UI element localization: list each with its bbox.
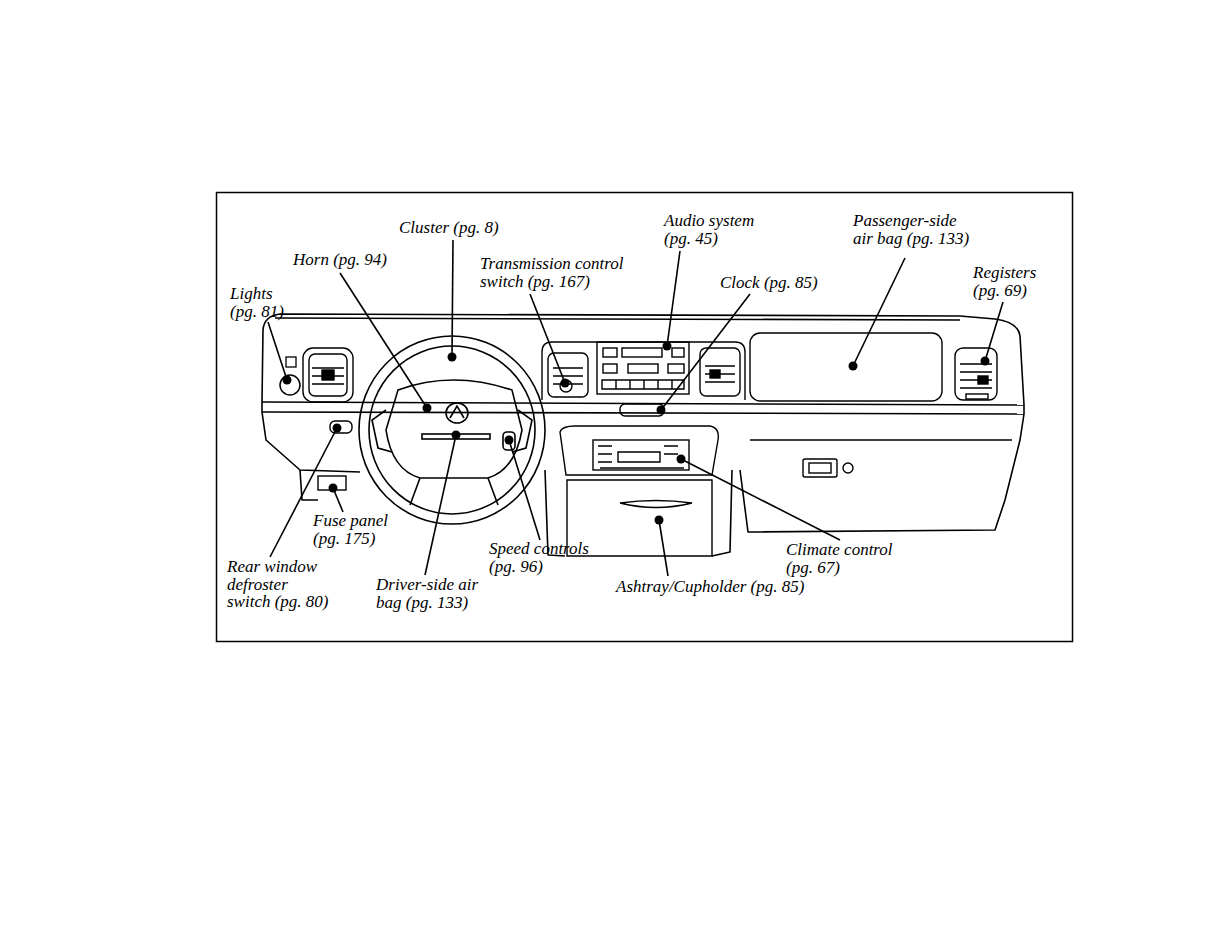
radio-face: [597, 342, 689, 394]
callout-label: Cluster (pg. 8): [399, 219, 499, 237]
console: [560, 426, 718, 556]
left-register: [303, 348, 353, 402]
dash-crease: [275, 318, 960, 320]
lock-cylinder: [843, 463, 853, 473]
wheel-spoke: [372, 410, 392, 452]
leader-dot: [677, 455, 686, 464]
leader-line: [530, 294, 565, 383]
leader-dot: [333, 424, 342, 433]
climate-controls: [598, 446, 684, 468]
leader-line: [659, 520, 668, 576]
callout-label: Speed controls (pg. 96): [489, 540, 589, 575]
vent-louvres: [705, 366, 735, 382]
leader-line: [340, 273, 427, 408]
callout-label: Climate control (pg. 67): [786, 541, 893, 576]
leader-dot: [655, 516, 664, 525]
glove-box-top: [750, 439, 1012, 440]
leader-dot: [505, 436, 514, 445]
ashtray-pull: [620, 501, 692, 508]
emblem-mark: [450, 406, 464, 418]
radio-button: [668, 364, 684, 373]
vent-knob: [978, 376, 988, 384]
leader-line: [425, 435, 456, 575]
leader-dot: [849, 362, 858, 371]
switch-symbol: [286, 357, 296, 367]
centre-stack: [542, 342, 745, 416]
radio-button: [672, 348, 684, 357]
callout-label: Fuse panel (pg. 175): [313, 512, 389, 547]
radio-display: [622, 348, 662, 357]
vent-louvres: [960, 364, 992, 388]
lower-right-panel: [740, 405, 1024, 532]
callout-label: Horn (pg. 94): [293, 251, 387, 269]
leader-dot: [283, 376, 292, 385]
callout-label: Driver-side air bag (pg. 133): [376, 576, 479, 611]
centre-register: [700, 348, 740, 396]
dash-edge: [262, 412, 1024, 414]
passenger-side: [750, 333, 1012, 477]
callout-label: Passenger-side air bag (pg. 133): [853, 212, 970, 247]
dash-outline: [262, 314, 1024, 556]
leader-dot: [448, 353, 457, 362]
leader-line: [268, 322, 287, 380]
stack-bezel: [542, 342, 745, 400]
latch-button: [809, 463, 831, 473]
callout-label: Ashtray/Cupholder (pg. 85): [616, 578, 804, 596]
climate-housing: [560, 426, 718, 475]
vent-inner: [309, 354, 347, 396]
frame: [217, 193, 1073, 642]
wheel-rim: [359, 336, 545, 524]
leader-line: [985, 302, 1003, 361]
light-knob: [280, 375, 300, 395]
leader-line: [853, 258, 905, 366]
leader-line: [667, 251, 680, 346]
callout-label: Lights (pg. 81): [230, 285, 284, 320]
vent-louvres: [312, 368, 344, 384]
radio-button: [628, 364, 658, 373]
leader-dot: [663, 342, 672, 351]
vent-tab: [966, 394, 988, 399]
radio-button: [603, 364, 617, 373]
vent-knob: [322, 370, 334, 380]
leader-dot: [561, 379, 570, 388]
callout-label: Transmission control switch (pg. 167): [480, 255, 624, 290]
air-bag-door: [750, 333, 942, 401]
defroster-button: [330, 421, 352, 433]
centre-register: [548, 353, 588, 397]
callout-label: Audio system (pg. 45): [664, 212, 755, 247]
leader-dot: [329, 484, 338, 493]
vent-knob: [710, 370, 720, 378]
radio-button: [603, 348, 617, 357]
wheel-spoke: [410, 478, 498, 505]
leader-dot: [981, 357, 990, 366]
leader-dots: [283, 342, 990, 525]
leader-line: [681, 459, 840, 540]
right-register: [955, 348, 997, 400]
leader-line: [661, 294, 750, 410]
leader-dot: [423, 404, 432, 413]
preset-buttons: [602, 380, 684, 389]
leader-line: [452, 240, 453, 357]
lower-left-panel: [262, 402, 360, 472]
emblem: [446, 403, 468, 423]
dash-top: [262, 314, 1024, 405]
leader-line: [509, 440, 540, 540]
callout-label: Registers (pg. 69): [973, 264, 1027, 299]
speed-control-buttons: [503, 432, 515, 450]
climate-panel: [593, 440, 689, 470]
vent-frame: [303, 348, 353, 402]
wheel-rim-inner: [369, 346, 535, 514]
leader-dot: [452, 431, 461, 440]
leader-lines: [268, 240, 1003, 576]
leader-dot: [657, 406, 666, 415]
steering-wheel: [359, 336, 545, 524]
wheel-hub: [386, 380, 522, 478]
glove-box-latch: [803, 459, 837, 477]
callout-label: Clock (pg. 85): [720, 274, 818, 292]
callout-label: Rear window defroster switch (pg. 80): [227, 558, 329, 611]
